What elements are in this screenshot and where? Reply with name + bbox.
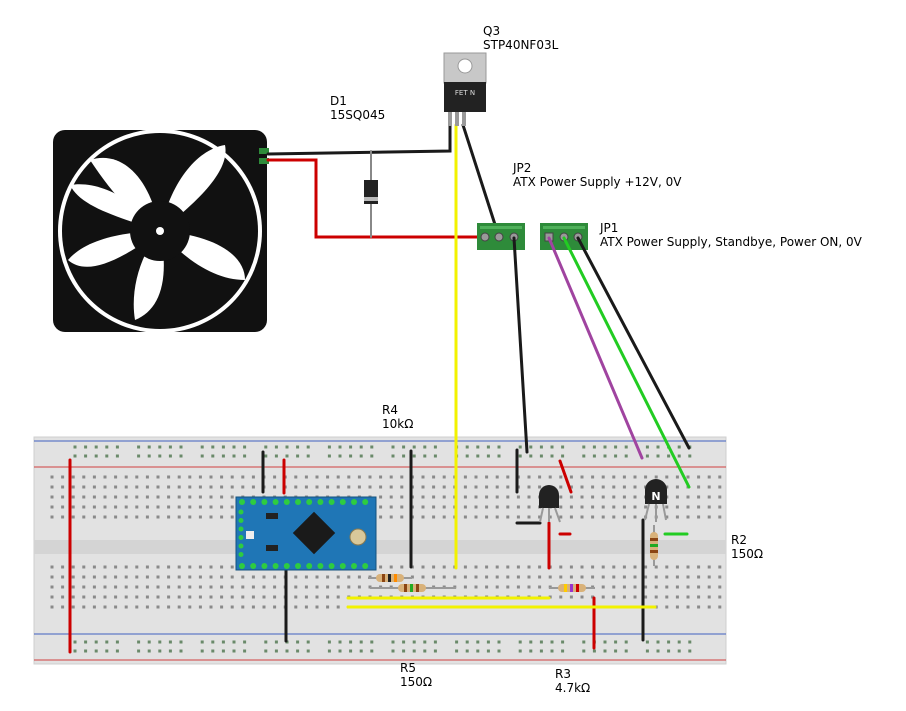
r5-ref: R5 — [400, 661, 416, 675]
header-jp2 — [477, 223, 525, 250]
breadboard — [33, 436, 727, 665]
wires-breadboard — [68, 448, 689, 654]
q3-ref: Q3 — [483, 24, 501, 38]
d1-ref: D1 — [330, 94, 347, 108]
r3-value: 4.7kΩ — [555, 681, 591, 695]
mosfet-chip-text: FET N — [455, 89, 475, 97]
jp2-ref: JP2 — [513, 161, 532, 175]
r3-ref: R3 — [555, 667, 571, 681]
r5-value: 150Ω — [400, 675, 433, 689]
wires-headers — [512, 236, 691, 489]
jp1-desc: ATX Power Supply, Standbye, Power ON, 0V — [600, 235, 862, 249]
fan — [53, 129, 269, 333]
r2-value: 150Ω — [731, 547, 764, 561]
arduino-pro-mini — [235, 496, 377, 571]
d1-part: 15SQ045 — [330, 108, 386, 122]
arduino-pins — [238, 499, 369, 569]
r4-value: 10kΩ — [382, 417, 414, 431]
r2-ref: R2 — [731, 533, 747, 547]
jp2-desc: ATX Power Supply +12V, 0V — [513, 175, 682, 189]
resistors — [368, 525, 658, 592]
transistor-n: N — [644, 479, 667, 522]
r4-ref: R4 — [382, 403, 398, 417]
diode-d1 — [364, 180, 378, 204]
wires-top — [266, 123, 501, 570]
mosfet-q3: FET N — [443, 52, 487, 126]
jp1-ref: JP1 — [600, 221, 619, 235]
q3-part: STP40NF03L — [483, 38, 559, 52]
transistor-n-label: N — [651, 490, 660, 503]
transistor-small — [539, 485, 561, 523]
